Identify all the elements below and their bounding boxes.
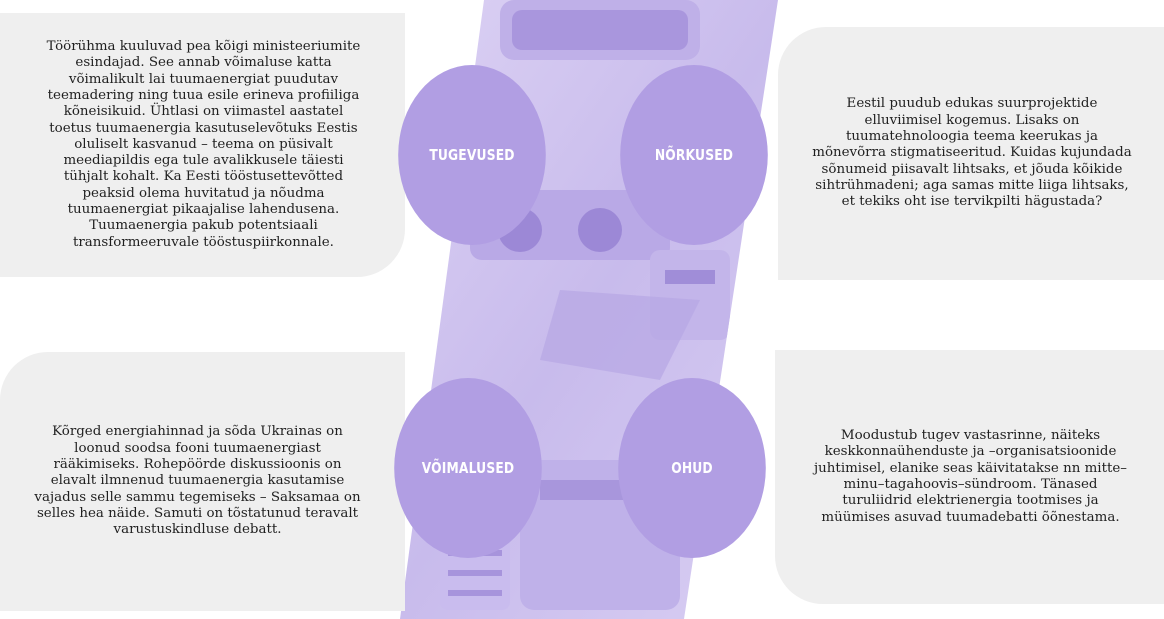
weaknesses-line: sihtrühmadeni; aga samas mitte liiga lih… bbox=[815, 177, 1129, 193]
opportunities-line: Kõrged energiahinnad ja sõda Ukrainas on bbox=[52, 424, 343, 440]
opportunities-text-box: Kõrged energiahinnad ja sõda Ukrainas on… bbox=[0, 352, 405, 611]
strengths-line: Tuumaenergia pakub potentsiaali bbox=[89, 218, 318, 234]
strengths-line: esindajad. See annab võimaluse katta bbox=[75, 55, 332, 71]
weaknesses-line: mõnevõrra stigmatiseeritud. Kuidas kujun… bbox=[812, 145, 1132, 161]
weaknesses-line: sõnumeid piisavalt lihtsaks, et jõuda kõ… bbox=[821, 161, 1123, 177]
strengths-line: Töörühma kuuluvad pea kõigi ministeerium… bbox=[46, 39, 361, 55]
threats-line: minu–tagahoovis–sündroom. Tänased bbox=[843, 477, 1098, 492]
strengths-line: teemadering ning tuua esile erineva prof… bbox=[47, 87, 360, 103]
weaknesses-line: tuumatehnoloogia teema keerukas ja bbox=[846, 129, 1098, 145]
threats-text: Moodustub tugev vastasrinne, näiteks kes… bbox=[814, 428, 1127, 526]
threats-text-box: Moodustub tugev vastasrinne, näiteks kes… bbox=[775, 350, 1164, 604]
weaknesses-circle: NÕRKUSED bbox=[620, 65, 768, 245]
strengths-line: peaksid olema huvitatud ja nõudma bbox=[82, 185, 325, 201]
weaknesses-line: elluviimisel kogemus. Lisaks on bbox=[864, 112, 1080, 128]
threats-line: müümises asuvad tuumadebatti õõnestama. bbox=[821, 509, 1120, 525]
threats-line: Moodustub tugev vastasrinne, näiteks bbox=[840, 428, 1101, 444]
opportunities-line: varustuskindluse debatt. bbox=[113, 522, 282, 538]
opportunities-line: vajadus selle sammu tegemiseks – Saksama… bbox=[34, 489, 361, 505]
weaknesses-text-box: Eestil puudub edukas suurprojektide ellu… bbox=[778, 27, 1164, 280]
strengths-line: transformeeruvale tööstuspiirkonnale. bbox=[73, 234, 334, 250]
threats-line: turuliidrid elektrienergia tootmises ja bbox=[842, 493, 1099, 509]
threats-label: OHUD bbox=[671, 459, 713, 477]
weaknesses-line: Eestil puudub edukas suurprojektide bbox=[846, 96, 1098, 112]
opportunities-text: Kõrged energiahinnad ja sõda Ukrainas on… bbox=[34, 424, 360, 538]
strengths-label: TUGEVUSED bbox=[429, 146, 515, 164]
strengths-text-box: Töörühma kuuluvad pea kõigi ministeerium… bbox=[0, 13, 405, 277]
strengths-line: tuumaenergiat pikaajalise lahendusena. bbox=[67, 202, 340, 218]
strengths-line: oluliselt kasvanud – teema on püsivalt bbox=[74, 136, 333, 152]
opportunities-line: rääkimiseks. Rohepöörde diskussioonis on bbox=[53, 457, 342, 473]
strengths-line: toetus tuumaenergia kasutuselevõtuks Ees… bbox=[49, 120, 358, 136]
weaknesses-text: Eestil puudub edukas suurprojektide ellu… bbox=[812, 96, 1131, 210]
strengths-circle: TUGEVUSED bbox=[398, 65, 546, 245]
threats-circle: OHUD bbox=[618, 378, 766, 558]
opportunities-line: loonud soodsa fooni tuumaenergiast bbox=[74, 440, 321, 456]
threats-line: juhtimisel, elanike seas käivitatakse nn… bbox=[814, 460, 1127, 476]
strengths-line: kõneisikuid. Ühtlasi on viimastel aastat… bbox=[63, 104, 344, 120]
weaknesses-label: NÕRKUSED bbox=[654, 146, 734, 164]
strengths-line: meediapildis ega tule avalikkusele täies… bbox=[63, 153, 344, 169]
threats-line: keskkonnaühenduste ja –organisatsioonide bbox=[824, 444, 1117, 460]
opportunities-line: elavalt ilmnenud tuumaenergia kasutamise bbox=[50, 473, 345, 489]
opportunities-label: VÕIMALUSED bbox=[421, 459, 515, 477]
opportunities-line: selles hea näide. Samuti on tõstatunud t… bbox=[36, 505, 359, 521]
weaknesses-line: et tekiks oht ise tervikpilti hägustada? bbox=[841, 194, 1103, 210]
opportunities-circle: VÕIMALUSED bbox=[394, 378, 542, 558]
strengths-text: Töörühma kuuluvad pea kõigi ministeerium… bbox=[47, 39, 361, 251]
strengths-line: võimalikult lai tuumaenergiat puudutav bbox=[68, 71, 339, 87]
strengths-line: tühjalt kohalt. Ka Eesti tööstusettevõtt… bbox=[63, 169, 344, 185]
